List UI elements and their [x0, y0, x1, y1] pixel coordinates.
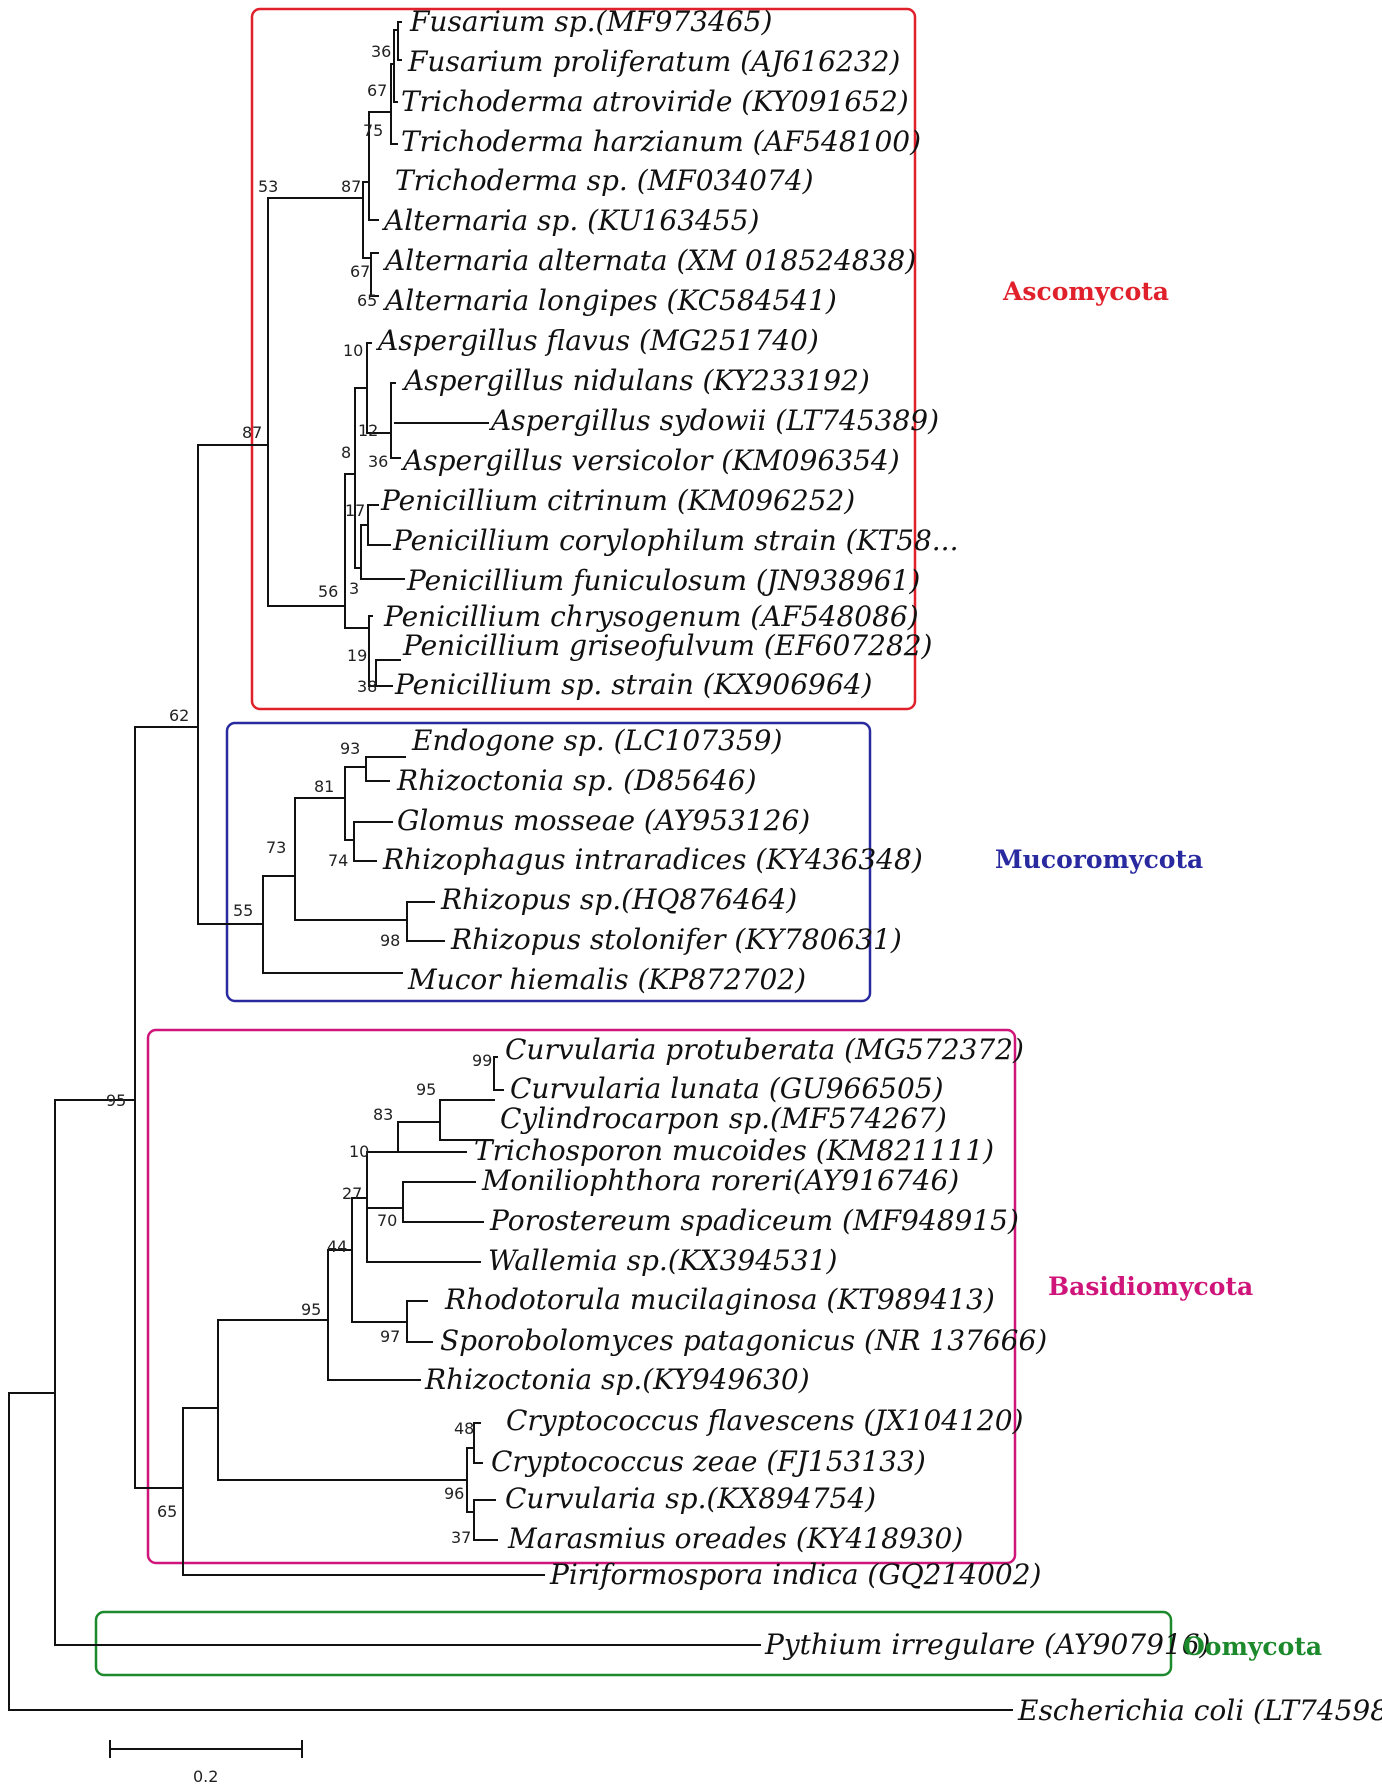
ascomycota-box	[250, 7, 917, 711]
bootstrap-value: 87	[341, 177, 361, 196]
mucoromycota-box	[225, 721, 872, 1003]
taxon-labels: Fusarium sp.(MF973465) Fusarium prolifer…	[375, 5, 1382, 1727]
taxon-label: Mucor hiemalis (KP872702)	[407, 963, 806, 996]
taxon-label: Trichosporon mucoides (KM821111)	[474, 1134, 994, 1167]
taxon-label: Penicillium funiculosum (JN938961)	[406, 564, 920, 597]
scale-bar-label: 0.2	[193, 1767, 218, 1784]
bootstrap-value: 55	[233, 901, 253, 920]
taxon-label: Rhodotorula mucilaginosa (KT989413)	[444, 1283, 995, 1316]
phylum-label-basidiomycota: Basidiomycota	[1048, 1272, 1253, 1301]
taxon-label: Moniliophthora roreri(AY916746)	[481, 1164, 959, 1197]
taxon-label: Wallemia sp.(KX394531)	[488, 1244, 837, 1277]
bootstrap-value: 56	[318, 582, 338, 601]
phylum-labels: Ascomycota Mucoromycota Basidiomycota Oo…	[995, 277, 1322, 1661]
taxon-label: Curvularia lunata (GU966505)	[510, 1072, 944, 1105]
bootstrap-value: 3	[349, 579, 359, 598]
taxon-label: Endogone sp. (LC107359)	[411, 724, 782, 757]
taxon-label: Fusarium sp.(MF973465)	[409, 5, 772, 38]
bootstrap-value: 96	[444, 1484, 464, 1503]
bootstrap-value: 73	[266, 838, 286, 857]
taxon-label: Cylindrocarpon sp.(MF574267)	[500, 1102, 947, 1135]
taxon-label: Penicillium corylophilum strain (KT58...	[392, 524, 958, 557]
taxon-label: Aspergillus versicolor (KM096354)	[400, 444, 900, 477]
taxon-label: Cryptococcus zeae (FJ153133)	[491, 1445, 926, 1478]
bootstrap-value: 97	[380, 1327, 400, 1346]
taxon-label: Glomus mosseae (AY953126)	[397, 804, 810, 837]
oomycota-box	[94, 1610, 1173, 1677]
taxon-label: Aspergillus nidulans (KY233192)	[401, 364, 870, 397]
bootstrap-value: 53	[258, 177, 278, 196]
taxon-label: Penicillium citrinum (KM096252)	[380, 484, 855, 517]
taxon-label: Trichoderma harzianum (AF548100)	[401, 125, 921, 158]
phylum-label-mucoromycota: Mucoromycota	[995, 845, 1203, 874]
bootstrap-value: 36	[368, 452, 388, 471]
taxon-label: Alternaria longipes (KC584541)	[382, 284, 837, 317]
taxon-label: Fusarium proliferatum (AJ616232)	[407, 45, 900, 78]
bootstrap-value: 37	[451, 1528, 471, 1547]
bootstrap-value: 99	[472, 1051, 492, 1070]
bootstrap-value: 75	[363, 121, 383, 140]
taxon-label: Cryptococcus flavescens (JX104120)	[506, 1404, 1023, 1437]
bootstrap-value: 70	[377, 1211, 397, 1230]
taxon-label: Alternaria sp. (KU163455)	[381, 204, 759, 237]
taxon-label: Pythium irregulare (AY907916)	[764, 1628, 1210, 1661]
taxon-label: Rhizopus sp.(HQ876464)	[440, 883, 797, 916]
bootstrap-value: 93	[340, 739, 360, 758]
taxon-label: Rhizoctonia sp. (D85646)	[396, 764, 757, 797]
bootstrap-value: 10	[343, 341, 363, 360]
bootstrap-value: 36	[371, 42, 391, 61]
bootstrap-value: 74	[328, 851, 348, 870]
bootstrap-value: 95	[416, 1080, 436, 1099]
taxon-label: Rhizopus stolonifer (KY780631)	[450, 923, 902, 956]
bootstrap-value: 95	[301, 1300, 321, 1319]
taxon-label: Alternaria alternata (XM 018524838)	[382, 244, 916, 277]
taxon-label: Curvularia sp.(KX894754)	[505, 1482, 876, 1515]
basidiomycota-box	[146, 1028, 1017, 1565]
taxon-label: Aspergillus flavus (MG251740)	[375, 324, 819, 357]
taxon-label: Rhizoctonia sp.(KY949630)	[424, 1363, 810, 1396]
bootstrap-value: 95	[106, 1091, 126, 1110]
taxon-label: Rhizophagus intraradices (KY436348)	[382, 843, 923, 876]
bootstrap-value: 67	[350, 262, 370, 281]
taxon-label: Sporobolomyces patagonicus (NR 137666)	[440, 1324, 1047, 1357]
bootstrap-value: 67	[367, 81, 387, 100]
bootstrap-value: 10	[349, 1142, 369, 1161]
taxon-label: Porostereum spadiceum (MF948915)	[489, 1204, 1019, 1237]
taxon-label: Trichoderma atroviride (KY091652)	[401, 85, 909, 118]
taxon-label: Escherichia coli (LT745986)	[1017, 1694, 1382, 1727]
bootstrap-value: 12	[358, 421, 378, 440]
bootstrap-value: 87	[242, 423, 262, 442]
taxon-label: Trichoderma sp. (MF034074)	[395, 164, 814, 197]
bootstrap-value: 19	[347, 646, 367, 665]
bootstrap-value: 62	[169, 706, 189, 725]
bootstrap-value: 48	[454, 1419, 474, 1438]
taxon-label: Aspergillus sydowii (LT745389)	[488, 404, 939, 437]
bootstrap-value: 65	[357, 291, 377, 310]
taxon-label: Penicillium griseofulvum (EF607282)	[402, 629, 932, 662]
bootstrap-value: 44	[327, 1237, 347, 1256]
taxon-label: Curvularia protuberata (MG572372)	[505, 1033, 1024, 1066]
bootstrap-values: 36 67 75 87 53 67 65 10 12 36 8 17 3 56 …	[106, 42, 492, 1547]
taxon-label: Piriformospora indica (GQ214002)	[549, 1558, 1041, 1591]
taxon-label: Penicillium sp. strain (KX906964)	[394, 668, 872, 701]
bootstrap-value: 65	[157, 1502, 177, 1521]
bootstrap-value: 98	[380, 931, 400, 950]
bootstrap-value: 17	[345, 501, 365, 520]
scale-bar: 0.2	[109, 1740, 303, 1784]
taxon-label: Penicillium chrysogenum (AF548086)	[383, 600, 919, 633]
bootstrap-value: 81	[314, 777, 334, 796]
taxon-label: Marasmius oreades (KY418930)	[507, 1522, 963, 1555]
tree-branches	[8, 21, 1013, 1711]
bootstrap-value: 27	[342, 1184, 362, 1203]
bootstrap-value: 8	[341, 443, 351, 462]
bootstrap-value: 83	[373, 1105, 393, 1124]
bootstrap-value: 38	[357, 677, 377, 696]
phylum-label-ascomycota: Ascomycota	[1002, 277, 1169, 306]
phylum-label-oomycota: Oomycota	[1183, 1632, 1322, 1661]
